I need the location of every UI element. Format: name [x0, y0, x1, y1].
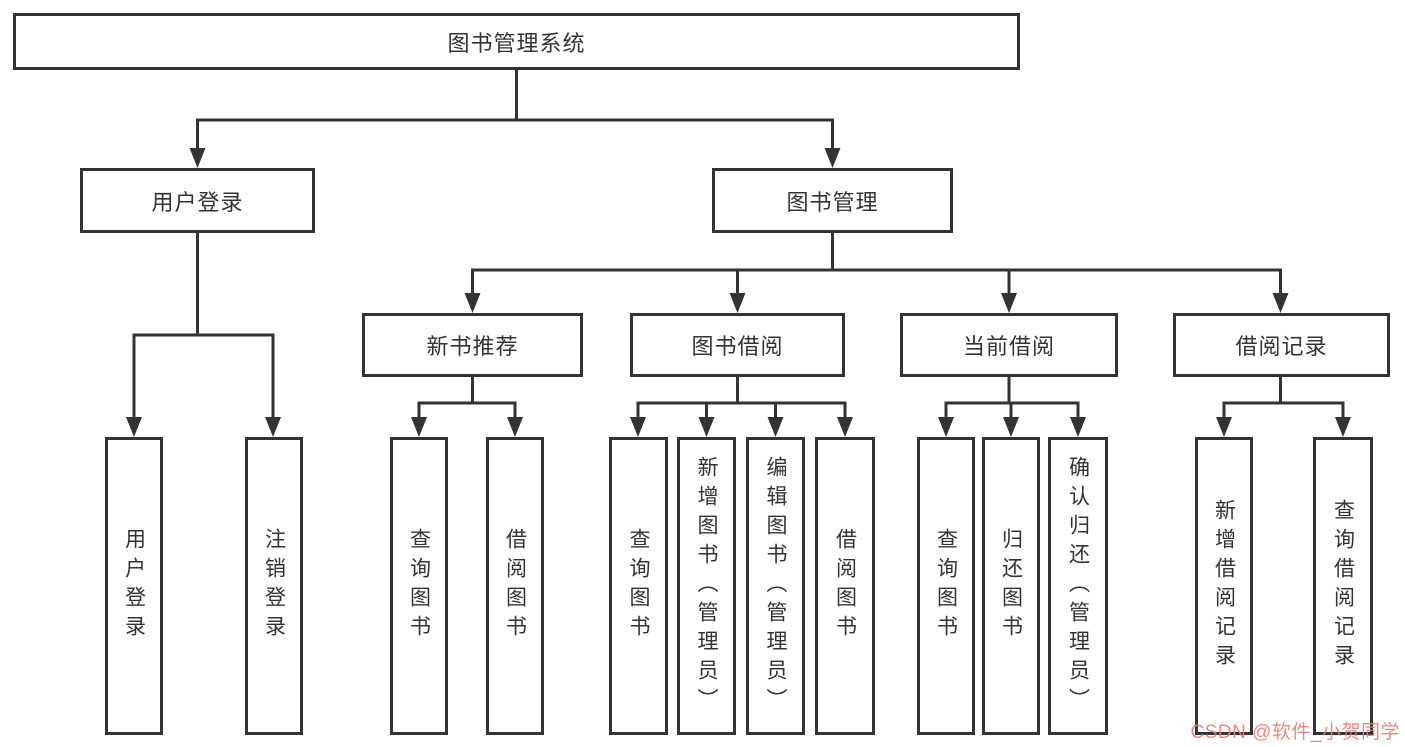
- node-current-borrowing: 当前借阅: [900, 313, 1118, 377]
- arrowhead-icon: [1272, 293, 1289, 313]
- node-logout-leaf: 注销登录: [245, 437, 303, 735]
- node-add-books-admin: 新增图书（管理员）: [677, 437, 736, 735]
- arrowhead-icon: [411, 417, 427, 437]
- node-book-management: 图书管理: [712, 168, 953, 233]
- node-borrowing-records: 借阅记录: [1173, 313, 1390, 377]
- arrowhead-icon: [464, 293, 481, 313]
- node-edit-books-admin: 编辑图书（管理员）: [746, 437, 805, 735]
- arrowhead-icon: [824, 148, 841, 168]
- node-borrow-books-leaf: 借阅图书: [815, 437, 875, 735]
- node-new-book-recommend: 新书推荐: [362, 313, 583, 377]
- arrowhead-icon: [837, 417, 853, 437]
- node-confirm-return-admin: 确认归还（管理员）: [1048, 437, 1108, 735]
- arrowhead-icon: [729, 293, 746, 313]
- arrowhead-icon: [507, 417, 523, 437]
- arrowhead-icon: [265, 417, 281, 437]
- node-query-books-borrowing: 查询图书: [609, 437, 668, 735]
- node-query-books-current: 查询图书: [917, 437, 975, 735]
- arrowhead-icon: [1001, 293, 1017, 313]
- node-add-borrow-record: 新增借阅记录: [1195, 437, 1253, 735]
- arrowhead-icon: [630, 417, 646, 437]
- arrowhead-icon: [1335, 417, 1351, 437]
- arrowhead-icon: [698, 417, 715, 437]
- arrowhead-icon: [1216, 417, 1232, 437]
- arrowhead-icon: [767, 417, 784, 437]
- node-book-borrowing: 图书借阅: [630, 313, 845, 377]
- node-borrow-books-recommend: 借阅图书: [486, 437, 544, 735]
- node-query-borrow-record: 查询借阅记录: [1313, 437, 1373, 735]
- node-query-books-recommend: 查询图书: [390, 437, 448, 735]
- node-user-login-leaf: 用户登录: [105, 437, 163, 735]
- node-user-login: 用户登录: [80, 168, 315, 233]
- node-return-books: 归还图书: [982, 437, 1040, 735]
- arrowhead-icon: [1003, 417, 1019, 437]
- arrowhead-icon: [189, 148, 206, 168]
- node-library-system: 图书管理系统: [13, 13, 1020, 70]
- arrowhead-icon: [1070, 417, 1086, 437]
- arrowhead-icon: [938, 417, 954, 437]
- watermark: CSDN @软件_小贺同学: [1190, 722, 1400, 743]
- arrowhead-icon: [126, 417, 142, 437]
